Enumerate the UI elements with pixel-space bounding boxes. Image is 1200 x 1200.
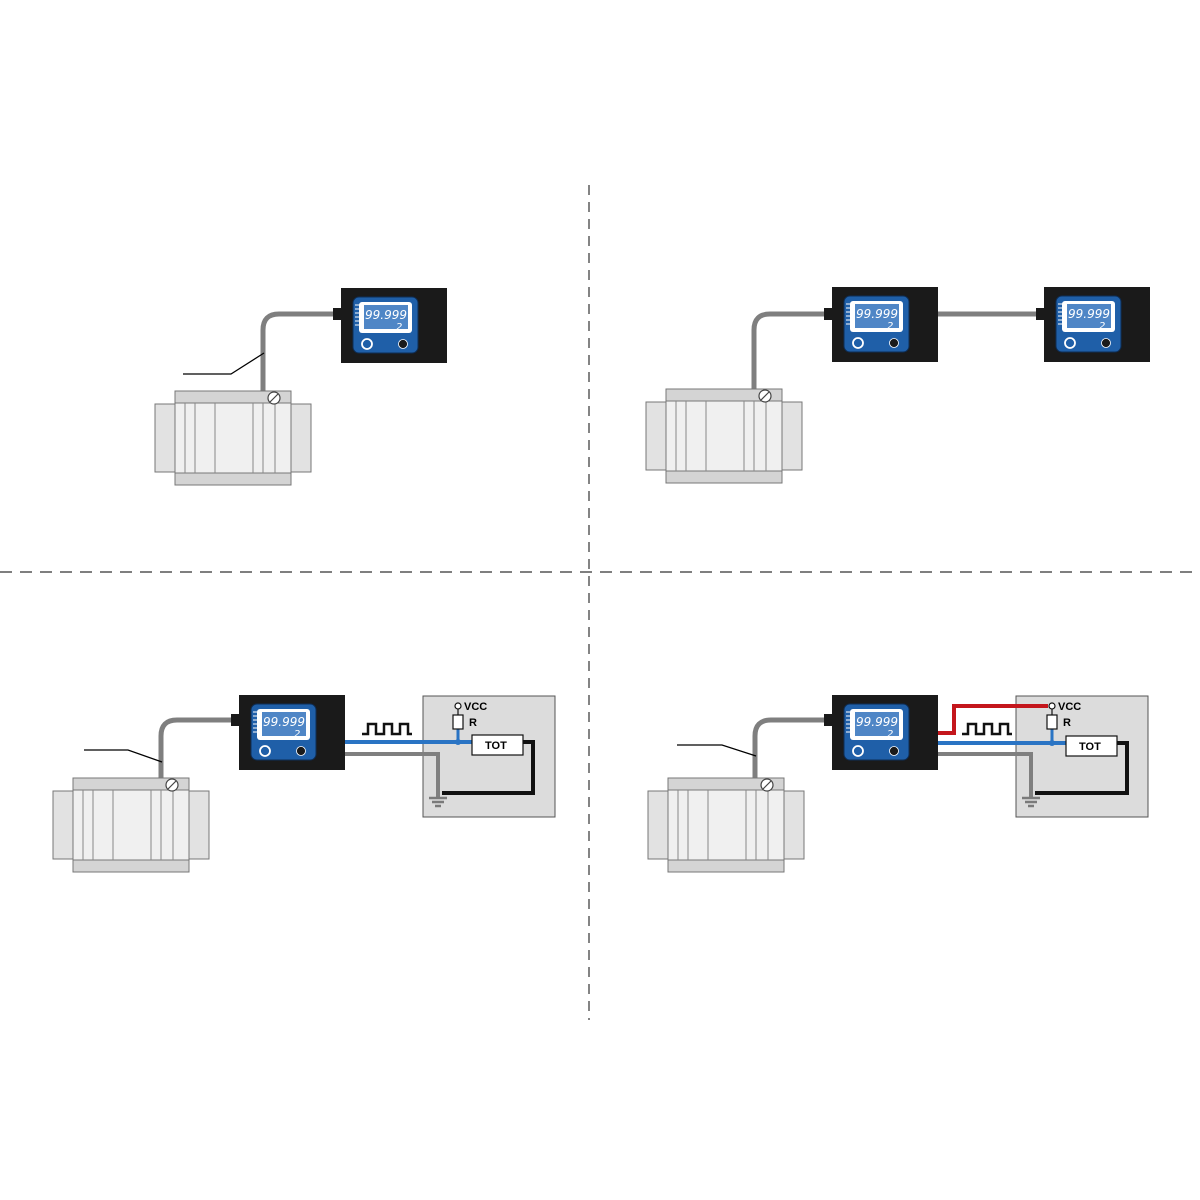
panel-pulse-output-with-supply: VCC R TOT 99.999 2 (647, 694, 1149, 873)
flowmeter-body (647, 777, 805, 873)
meter-display (238, 694, 346, 771)
totalizer-label: TOT (1079, 741, 1101, 753)
totalizer-box (471, 734, 524, 756)
repeater-display (1043, 286, 1151, 363)
repeater-lcd-readout: 99.999 (1068, 307, 1110, 321)
meter-display (340, 287, 448, 364)
lcd-sub-readout: 2 (396, 322, 402, 333)
lcd-sub-readout: 2 (887, 321, 893, 332)
totalizer-label: TOT (485, 740, 507, 752)
panel-pulse-output-to-totalizer: VCC R TOT 99.999 2 (52, 694, 556, 873)
panel-remote-display-single: 99.999 2 (154, 287, 448, 486)
resistor-label: R (1063, 717, 1071, 729)
flowmeter-body (154, 390, 312, 486)
panel-remote-display-repeater: 99.999 2 99.999 2 (645, 286, 1151, 484)
lcd-readout: 99.999 (263, 715, 305, 729)
meter-display (831, 694, 939, 771)
pulse-signal-icon (960, 722, 1014, 736)
meter-display (831, 286, 939, 363)
lcd-readout: 99.999 (365, 308, 407, 322)
flowmeter-body (645, 388, 803, 484)
vcc-label: VCC (464, 701, 487, 713)
leader-line (677, 744, 757, 757)
lcd-sub-readout: 2 (294, 729, 300, 740)
repeater-lcd-sub-readout: 2 (1099, 321, 1105, 332)
totalizer-box (1065, 735, 1118, 757)
flowmeter-body (52, 777, 210, 873)
pulse-signal-icon (360, 722, 414, 736)
leader-line (183, 352, 265, 375)
lcd-readout: 99.999 (856, 715, 898, 729)
lcd-readout: 99.999 (856, 307, 898, 321)
vcc-label: VCC (1058, 701, 1081, 713)
lcd-sub-readout: 2 (887, 729, 893, 740)
leader-line (84, 749, 163, 763)
resistor-label: R (469, 717, 477, 729)
